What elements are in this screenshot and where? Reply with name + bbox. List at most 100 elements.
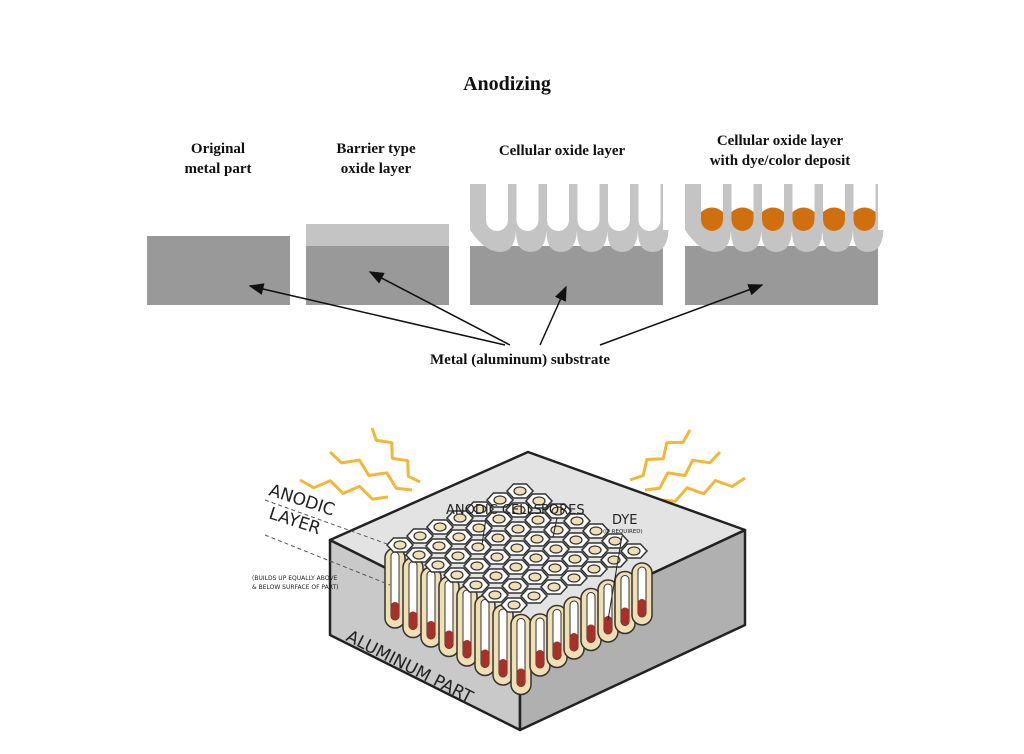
pore-opening: [588, 545, 602, 555]
pore: [486, 184, 508, 231]
dye-deposit: [553, 641, 561, 660]
pore-opening: [607, 555, 621, 565]
pore-opening: [527, 591, 541, 601]
pore-opening: [587, 564, 601, 574]
pore-opening: [627, 546, 641, 556]
pore-opening: [509, 562, 523, 572]
pore-opening: [530, 534, 544, 544]
cellular-oxide-block: [470, 184, 669, 305]
substrate-label: Metal (aluminum) substrate: [430, 352, 610, 368]
pore: [516, 184, 539, 231]
anodic-cells: [384, 483, 653, 696]
metal-substrate: [685, 246, 878, 305]
pore-opening: [470, 561, 484, 571]
dye-deposit: [621, 607, 629, 626]
pore-opening: [547, 582, 561, 592]
pore-opening: [548, 563, 562, 573]
bolt: [644, 450, 722, 492]
pore-opening: [472, 523, 486, 533]
dye-note: (IF REQUIRED): [603, 529, 643, 535]
metal-substrate: [470, 246, 663, 305]
panel-2-label-2: oxide layer: [341, 161, 412, 177]
pore-opening: [568, 554, 582, 564]
pore-opening: [570, 516, 584, 526]
dye-deposit: [463, 640, 471, 658]
bolt: [328, 450, 413, 492]
dye-deposit: [427, 621, 435, 639]
pore-opening: [511, 524, 525, 534]
pore-opening: [469, 580, 483, 590]
dye-deposit: [481, 649, 489, 668]
pore-opening: [549, 544, 563, 554]
pore-opening: [512, 505, 526, 515]
panel-4-label-1: Cellular oxide layer: [717, 133, 844, 149]
pore-opening: [451, 551, 465, 561]
pore-opening: [551, 506, 565, 516]
pore-opening: [569, 535, 583, 545]
pore-opening: [471, 542, 485, 552]
pore-opening: [550, 525, 564, 535]
panel-4-label-2: with dye/color deposit: [710, 153, 851, 169]
pore-opening: [567, 573, 581, 583]
pore-opening: [508, 581, 522, 591]
dye-deposit: [391, 602, 399, 620]
dye-deposit: [499, 659, 507, 677]
pore-opening: [453, 513, 467, 523]
dye-deposit: [792, 207, 815, 231]
pore-opening: [531, 515, 545, 525]
pore-opening: [490, 552, 504, 562]
pore-opening: [393, 540, 407, 550]
pore-opening: [452, 532, 466, 542]
pore-opening: [489, 571, 503, 581]
dye-deposit: [604, 616, 612, 634]
pore: [608, 184, 630, 231]
pore-opening: [528, 572, 542, 582]
anodic-layer-note-1: (BUILDS UP EQUALLY ABOVE: [252, 575, 338, 582]
pore-opening: [412, 550, 426, 560]
bolt: [629, 429, 692, 482]
panel-1-label-1: Original: [191, 141, 245, 157]
pore-opening: [493, 495, 507, 505]
pore-opening: [608, 536, 622, 546]
pore: [638, 184, 661, 231]
dye-deposit: [570, 633, 578, 651]
pore-opening: [473, 504, 487, 514]
pore-opening: [488, 590, 502, 600]
dye-deposit: [587, 624, 595, 643]
pore-opening: [432, 541, 446, 551]
pore-opening: [510, 543, 524, 553]
anodic-layer-leaders: [264, 499, 391, 586]
dye-deposit: [445, 630, 453, 649]
dye-deposit: [517, 668, 525, 687]
pore-opening: [492, 514, 506, 524]
bolt: [370, 427, 421, 484]
panel-3-label-1: Cellular oxide layer: [499, 143, 626, 159]
bolt: [659, 476, 746, 503]
pore-opening: [532, 496, 546, 506]
dye-deposit: [853, 207, 876, 231]
pore-opening: [491, 533, 505, 543]
panel-2-label-1: Barrier type: [336, 141, 416, 157]
dye-deposit: [701, 207, 723, 231]
pore-opening: [431, 560, 445, 570]
bolt: [299, 478, 389, 501]
pore-opening: [413, 531, 427, 541]
callout-lines: [481, 517, 623, 621]
pore: [547, 184, 569, 231]
dyed-cellular-oxide-block: [685, 184, 884, 305]
original-metal-block: [147, 236, 290, 305]
anodic-cells-label: ANODIC CELLS: [446, 503, 542, 518]
substrate-arrows: [248, 271, 764, 346]
dye-deposit: [823, 207, 845, 231]
pore: [577, 184, 600, 231]
panel-1-label-2: metal part: [184, 161, 251, 177]
pore-opening: [589, 526, 603, 536]
pore-opening: [433, 522, 447, 532]
dye-deposit: [536, 650, 544, 668]
barrier-oxide-layer: [306, 224, 449, 246]
dye-deposit: [762, 207, 784, 231]
diagram-title: Anodizing: [463, 73, 551, 95]
pore-opening: [450, 570, 464, 580]
dye-label: DYE: [612, 513, 637, 528]
